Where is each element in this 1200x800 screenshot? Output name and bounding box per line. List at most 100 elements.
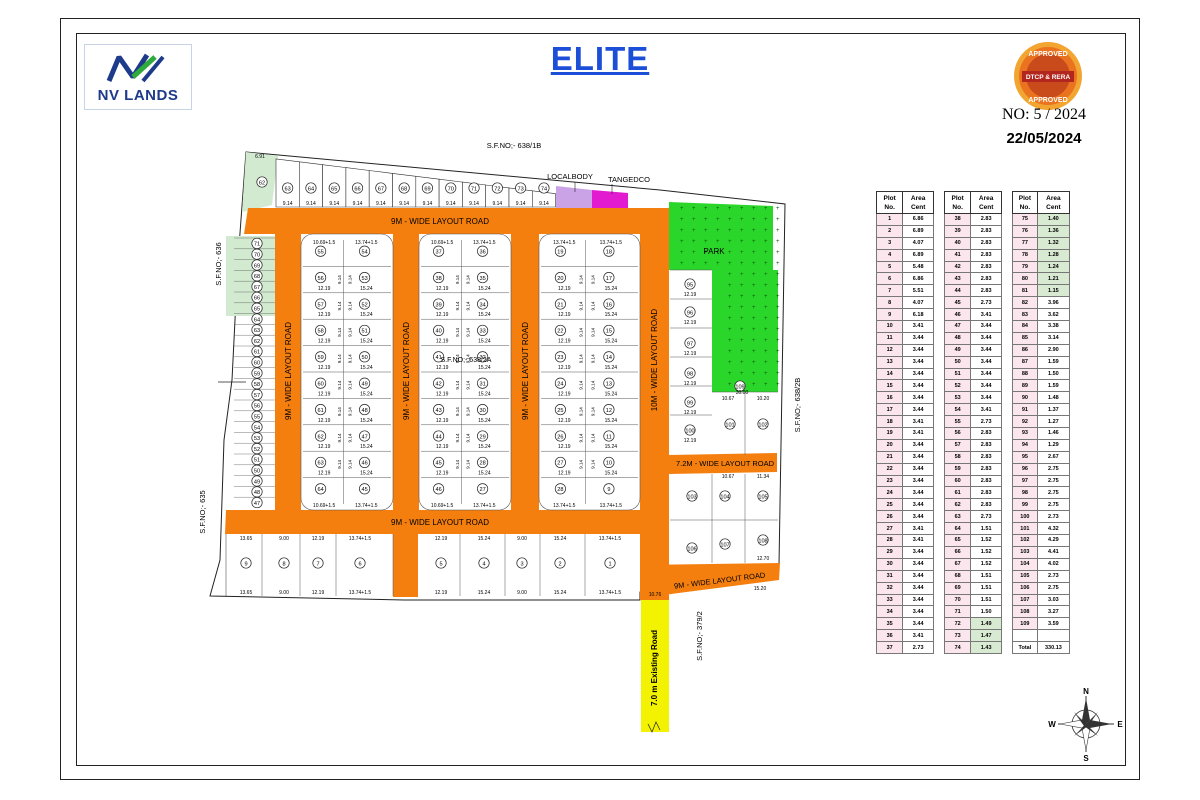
plot-number: 71 <box>471 186 477 192</box>
park-dot: + <box>776 338 780 344</box>
park-dot: + <box>752 360 756 366</box>
plot-marker <box>603 324 615 336</box>
road-bottom <box>225 510 640 534</box>
plot-number: 107 <box>720 542 729 548</box>
plot-no-cell: 70 <box>943 593 972 607</box>
plot-no-cell: 107 <box>1012 593 1038 607</box>
plot-number: 45 <box>361 487 367 493</box>
plot-marker <box>315 377 327 389</box>
area-cell: 2.83 <box>970 450 1002 464</box>
plot-no-cell: 93 <box>1012 427 1038 440</box>
plot-number: 65 <box>331 186 337 192</box>
compass-w: W <box>1048 720 1056 729</box>
plot-marker <box>603 351 615 363</box>
park-dot: + <box>740 250 744 256</box>
layout-plan-map: 639.14649.14659.14669.14679.14689.14699.… <box>198 141 802 733</box>
plot-no-cell: 83 <box>1012 308 1038 322</box>
plot-number: 47 <box>254 501 260 507</box>
plot-marker <box>554 298 566 310</box>
plot-number: 37 <box>435 250 441 256</box>
plot-no-cell: 97 <box>1012 474 1038 488</box>
plot-marker <box>433 483 445 495</box>
plot-marker <box>554 557 566 569</box>
plot-marker <box>554 272 566 284</box>
park-dot: + <box>728 305 732 311</box>
area-cell: 6.86 <box>902 213 934 226</box>
plot-no-cell: 68 <box>943 569 972 583</box>
plot-marker <box>433 245 445 257</box>
plot-width: 15.24 <box>605 418 618 424</box>
area-cell: 2.83 <box>970 486 1002 500</box>
plot-no-cell <box>1012 629 1038 643</box>
park-dot: + <box>704 261 708 267</box>
plot-no-cell: 5 <box>875 260 904 274</box>
area-cell: 3.59 <box>1036 617 1071 631</box>
park-dot: + <box>740 206 744 212</box>
plot-marker <box>603 430 615 442</box>
plot-marker <box>251 497 263 509</box>
plot-no-cell: 3 <box>875 236 904 250</box>
road-mid1-label: 9M - WIDE LAYOUT ROAD <box>402 322 411 420</box>
park-dot: + <box>740 371 744 377</box>
plot-width: 15.24 <box>605 312 618 318</box>
sf-right-label: S.F.NO;- 638/2B <box>793 378 802 433</box>
tangedco-plot <box>592 190 628 210</box>
plot-depth: 9.14 <box>590 301 595 310</box>
plot-width: 15.24 <box>478 444 491 450</box>
plot-width: 15.24 <box>478 471 491 477</box>
plot-number: 67 <box>254 285 260 291</box>
plot-number: 55 <box>317 250 323 256</box>
plot-marker <box>312 557 324 569</box>
left-strip-plots: 7170696867666564636261605958575655545352… <box>234 237 275 509</box>
plot-no-cell: 77 <box>1012 236 1038 250</box>
plot-no-cell: 45 <box>943 296 972 310</box>
plot-width: 15.24 <box>478 312 491 318</box>
area-cell: 1.48 <box>1036 391 1071 405</box>
plot-no-cell: 21 <box>875 450 904 464</box>
area-cell: 2.75 <box>1036 474 1071 488</box>
plot-width: 12.19 <box>436 391 449 397</box>
plot-no-cell: 35 <box>875 617 904 631</box>
plot-marker <box>359 404 371 416</box>
park-dot: + <box>764 294 768 300</box>
plot-no-cell: 41 <box>943 248 972 262</box>
plot-no-cell: 50 <box>943 355 972 369</box>
park-dot: + <box>764 360 768 366</box>
plot-no-cell: 98 <box>1012 486 1038 500</box>
plot-width: 9.00 <box>517 536 527 542</box>
plot-no-cell: 7 <box>875 284 904 298</box>
plot-width: 12.19 <box>684 351 697 357</box>
plot-number: 51 <box>361 329 367 335</box>
plot-number: 46 <box>361 461 367 467</box>
plot-width: 9.14 <box>329 201 339 207</box>
park-dot: + <box>692 217 696 223</box>
plot-marker <box>554 456 566 468</box>
plot-width: 30.00 <box>736 390 749 396</box>
plot-no-cell: 74 <box>943 641 972 654</box>
approved-seal-icon: APPROVED DTCP & RERA APPROVED <box>1014 42 1082 110</box>
plot-marker <box>433 430 445 442</box>
plot-number: 17 <box>606 276 612 282</box>
park-dot: + <box>752 305 756 311</box>
plot-marker <box>433 404 445 416</box>
sf-top-label: S.F.NO;- 638/1B <box>487 141 542 150</box>
plot-marker <box>435 557 447 569</box>
plot-number: 50 <box>254 469 260 475</box>
park-dot: + <box>692 250 696 256</box>
plot-no-cell: 17 <box>875 403 904 417</box>
